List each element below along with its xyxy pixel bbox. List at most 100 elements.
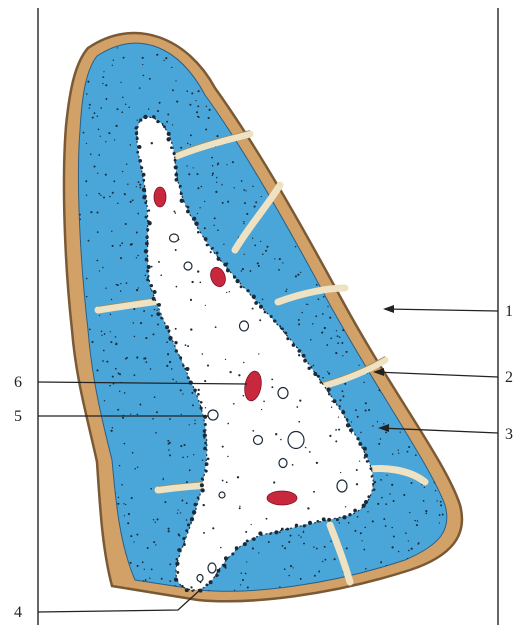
border-granule	[152, 115, 156, 119]
border-granule	[217, 257, 221, 261]
stipple-dot	[402, 316, 404, 318]
stipple-dot	[128, 107, 130, 109]
stipple-dot	[200, 186, 202, 188]
stipple-dot	[428, 384, 430, 386]
stipple-dot	[285, 290, 287, 292]
stipple-dot	[323, 296, 325, 298]
stipple-dot	[381, 313, 383, 315]
stipple-dot	[400, 431, 401, 432]
stipple-dot	[341, 191, 343, 193]
border-granule	[353, 509, 357, 513]
stipple-dot	[166, 341, 168, 343]
stipple-dot	[366, 156, 368, 158]
stipple-dot	[192, 404, 194, 406]
stipple-dot	[243, 395, 245, 397]
stipple-dot	[391, 302, 392, 303]
stipple-dot	[150, 488, 152, 490]
stipple-dot	[89, 516, 91, 518]
corpuscle	[197, 575, 203, 582]
border-granule	[182, 537, 185, 540]
border-granule	[168, 329, 171, 332]
stipple-dot	[91, 341, 93, 343]
stipple-dot	[285, 97, 286, 98]
stipple-dot	[117, 409, 119, 411]
stipple-dot	[372, 51, 374, 53]
border-granule	[308, 521, 312, 525]
border-granule	[165, 325, 169, 329]
stipple-dot	[415, 454, 417, 456]
border-granule	[203, 447, 207, 451]
stipple-dot	[377, 325, 378, 326]
stipple-dot	[403, 53, 405, 55]
border-granule	[372, 483, 374, 485]
stipple-dot	[383, 423, 384, 424]
stipple-dot	[331, 258, 333, 260]
stipple-dot	[222, 480, 224, 482]
stipple-dot	[130, 244, 132, 246]
stipple-dot	[358, 365, 359, 366]
stipple-dot	[386, 98, 388, 100]
stipple-dot	[413, 43, 415, 45]
stipple-dot	[271, 137, 273, 139]
stipple-dot	[365, 60, 367, 62]
stipple-dot	[297, 274, 299, 276]
stipple-dot	[372, 425, 374, 427]
stipple-dot	[358, 159, 359, 160]
border-granule	[176, 558, 178, 560]
callout-label-2: 2	[505, 369, 513, 386]
stipple-dot	[410, 208, 412, 210]
stipple-dot	[101, 335, 102, 336]
stipple-dot	[180, 445, 182, 447]
stipple-dot	[83, 426, 85, 428]
stipple-dot	[100, 136, 101, 137]
stipple-dot	[244, 99, 245, 100]
stipple-dot	[305, 447, 307, 449]
stipple-dot	[205, 305, 206, 306]
stipple-dot	[214, 217, 216, 219]
stipple-dot	[322, 561, 323, 562]
stipple-dot	[379, 267, 381, 269]
stipple-dot	[335, 258, 337, 260]
stipple-dot	[379, 332, 381, 334]
stipple-dot	[243, 189, 245, 191]
stipple-dot	[313, 155, 315, 157]
stipple-dot	[274, 167, 276, 169]
stipple-dot	[419, 159, 421, 161]
stipple-dot	[103, 350, 105, 352]
stipple-dot	[376, 173, 377, 174]
stipple-dot	[378, 175, 380, 177]
stipple-dot	[369, 590, 371, 592]
stipple-dot	[362, 282, 364, 284]
stipple-dot	[389, 200, 391, 202]
stipple-dot	[245, 531, 247, 533]
stipple-dot	[258, 265, 260, 267]
stipple-dot	[212, 165, 214, 167]
stipple-dot	[215, 326, 217, 328]
stipple-dot	[113, 60, 114, 61]
border-granule	[156, 120, 159, 123]
stipple-dot	[389, 238, 390, 239]
stipple-dot	[70, 408, 71, 409]
border-granule	[144, 249, 148, 253]
stipple-dot	[355, 41, 357, 43]
stipple-dot	[293, 141, 295, 143]
stipple-dot	[169, 580, 171, 582]
stipple-dot	[315, 315, 317, 317]
stipple-dot	[145, 579, 147, 581]
stipple-dot	[142, 561, 144, 563]
stipple-dot	[444, 211, 446, 213]
border-granule	[168, 336, 172, 340]
stipple-dot	[197, 270, 199, 272]
stipple-dot	[385, 431, 387, 433]
border-granule	[342, 515, 346, 519]
border-granule	[187, 376, 190, 379]
stipple-dot	[93, 563, 94, 564]
stipple-dot	[214, 63, 216, 65]
stipple-dot	[361, 247, 363, 249]
stipple-dot	[336, 248, 338, 250]
stipple-dot	[256, 115, 258, 117]
stipple-dot	[345, 143, 347, 145]
border-granule	[205, 470, 208, 473]
stipple-dot	[437, 500, 438, 501]
border-granule	[181, 585, 183, 587]
